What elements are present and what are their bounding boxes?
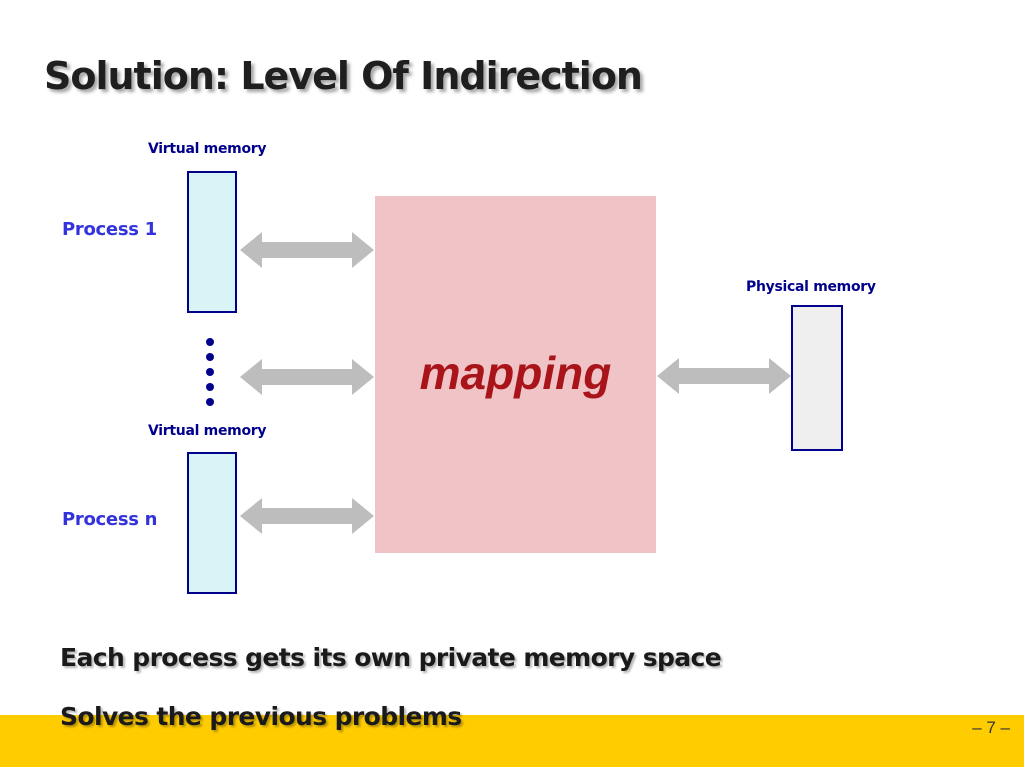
slide-title: Solution: Level Of Indirection bbox=[44, 54, 643, 98]
virtual-memory-box-process-n bbox=[187, 452, 237, 594]
footer-bar bbox=[0, 715, 1024, 767]
virtual-memory-label-top: Virtual memory bbox=[148, 141, 267, 157]
virtual-memory-box-process-1 bbox=[187, 171, 237, 313]
arrow-mapping-physical bbox=[657, 358, 791, 394]
page-number: – 7 – bbox=[972, 718, 1010, 737]
mapping-box: mapping bbox=[375, 196, 656, 553]
bullet-solves-problems: Solves the previous problems bbox=[60, 702, 462, 731]
arrow-process-1-mapping bbox=[240, 232, 374, 268]
ellipsis-dots bbox=[206, 338, 214, 413]
arrow-process-n-mapping bbox=[240, 498, 374, 534]
physical-memory-box bbox=[791, 305, 843, 451]
process-n-label: Process n bbox=[62, 509, 158, 530]
mapping-label: mapping bbox=[419, 347, 612, 399]
bullet-private-memory: Each process gets its own private memory… bbox=[60, 643, 722, 672]
process-1-label: Process 1 bbox=[62, 219, 157, 240]
arrow-middle-mapping bbox=[240, 359, 374, 395]
virtual-memory-label-bottom: Virtual memory bbox=[148, 423, 267, 439]
physical-memory-label: Physical memory bbox=[746, 279, 876, 295]
